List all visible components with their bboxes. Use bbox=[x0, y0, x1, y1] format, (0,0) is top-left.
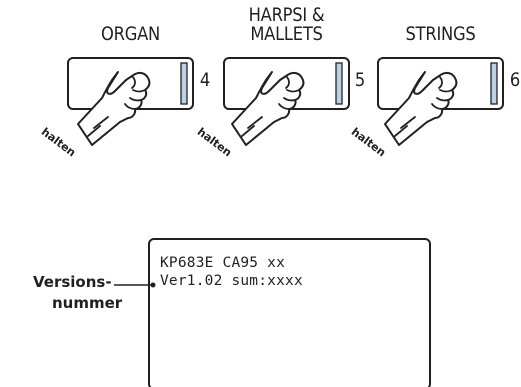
strings-label: STRINGS bbox=[405, 23, 476, 45]
button-number-6: 6 bbox=[509, 69, 521, 91]
button-number-5: 5 bbox=[354, 69, 366, 91]
lcd-line-model: KP683E CA95 xx bbox=[160, 255, 286, 271]
led-indicator bbox=[490, 62, 498, 105]
version-number-label-line1: Versions- bbox=[33, 273, 112, 291]
organ-label: ORGAN bbox=[101, 23, 160, 45]
lcd-display-frame bbox=[148, 238, 431, 387]
led-indicator bbox=[335, 62, 343, 105]
version-number-label-line2: nummer bbox=[52, 294, 123, 312]
callout-dot bbox=[150, 282, 156, 288]
lcd-line-version: Ver1.02 sum:xxxx bbox=[160, 273, 303, 289]
harpsi-label-line1: HARPSI & bbox=[248, 4, 325, 26]
button-number-4: 4 bbox=[199, 69, 211, 91]
led-indicator bbox=[180, 62, 188, 105]
mallets-label-line2: MALLETS bbox=[250, 23, 323, 45]
